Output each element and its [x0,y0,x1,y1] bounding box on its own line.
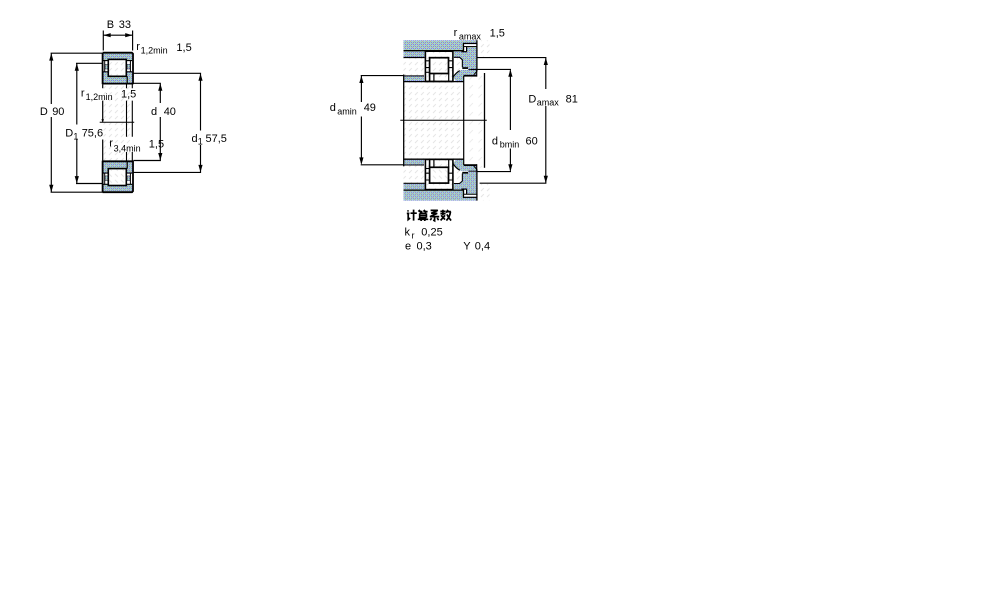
svg-text:75,6: 75,6 [82,128,103,140]
svg-text:0,25: 0,25 [421,227,442,239]
svg-text:0,4: 0,4 [475,241,490,253]
svg-text:d: d [492,136,498,148]
svg-text:D: D [528,94,536,106]
svg-text:1: 1 [73,131,78,141]
svg-text:D: D [65,128,73,140]
svg-text:d: d [151,106,157,118]
svg-text:e: e [405,241,411,253]
svg-text:r: r [412,230,415,240]
svg-text:d: d [330,102,336,114]
svg-text:1,5: 1,5 [490,28,505,40]
svg-text:r: r [136,41,140,53]
svg-text:amax: amax [459,32,482,42]
svg-text:r: r [454,27,458,39]
svg-text:40: 40 [164,106,176,118]
svg-text:1,2min: 1,2min [86,92,113,102]
svg-text:1,5: 1,5 [149,139,164,151]
svg-text:60: 60 [526,136,538,148]
svg-text:amax: amax [537,97,560,107]
svg-text:D: D [40,106,48,118]
svg-text:33: 33 [119,19,131,31]
svg-text:bmin: bmin [500,139,520,149]
svg-text:B: B [107,19,114,31]
svg-text:90: 90 [52,106,64,118]
svg-text:d: d [192,133,198,145]
svg-text:49: 49 [364,102,376,114]
svg-text:r: r [81,88,85,100]
svg-text:57,5: 57,5 [206,133,227,145]
svg-text:1,5: 1,5 [176,42,191,54]
svg-text:k: k [405,227,411,239]
svg-text:1: 1 [198,137,203,147]
svg-text:81: 81 [566,94,578,106]
svg-text:1,2min: 1,2min [141,45,168,55]
svg-text:0,3: 0,3 [417,241,432,253]
svg-text:r: r [109,138,113,150]
svg-text:Y: Y [463,241,471,253]
svg-text:amin: amin [337,107,357,117]
svg-text:3,4min: 3,4min [114,144,141,154]
svg-text:1,5: 1,5 [121,88,136,100]
